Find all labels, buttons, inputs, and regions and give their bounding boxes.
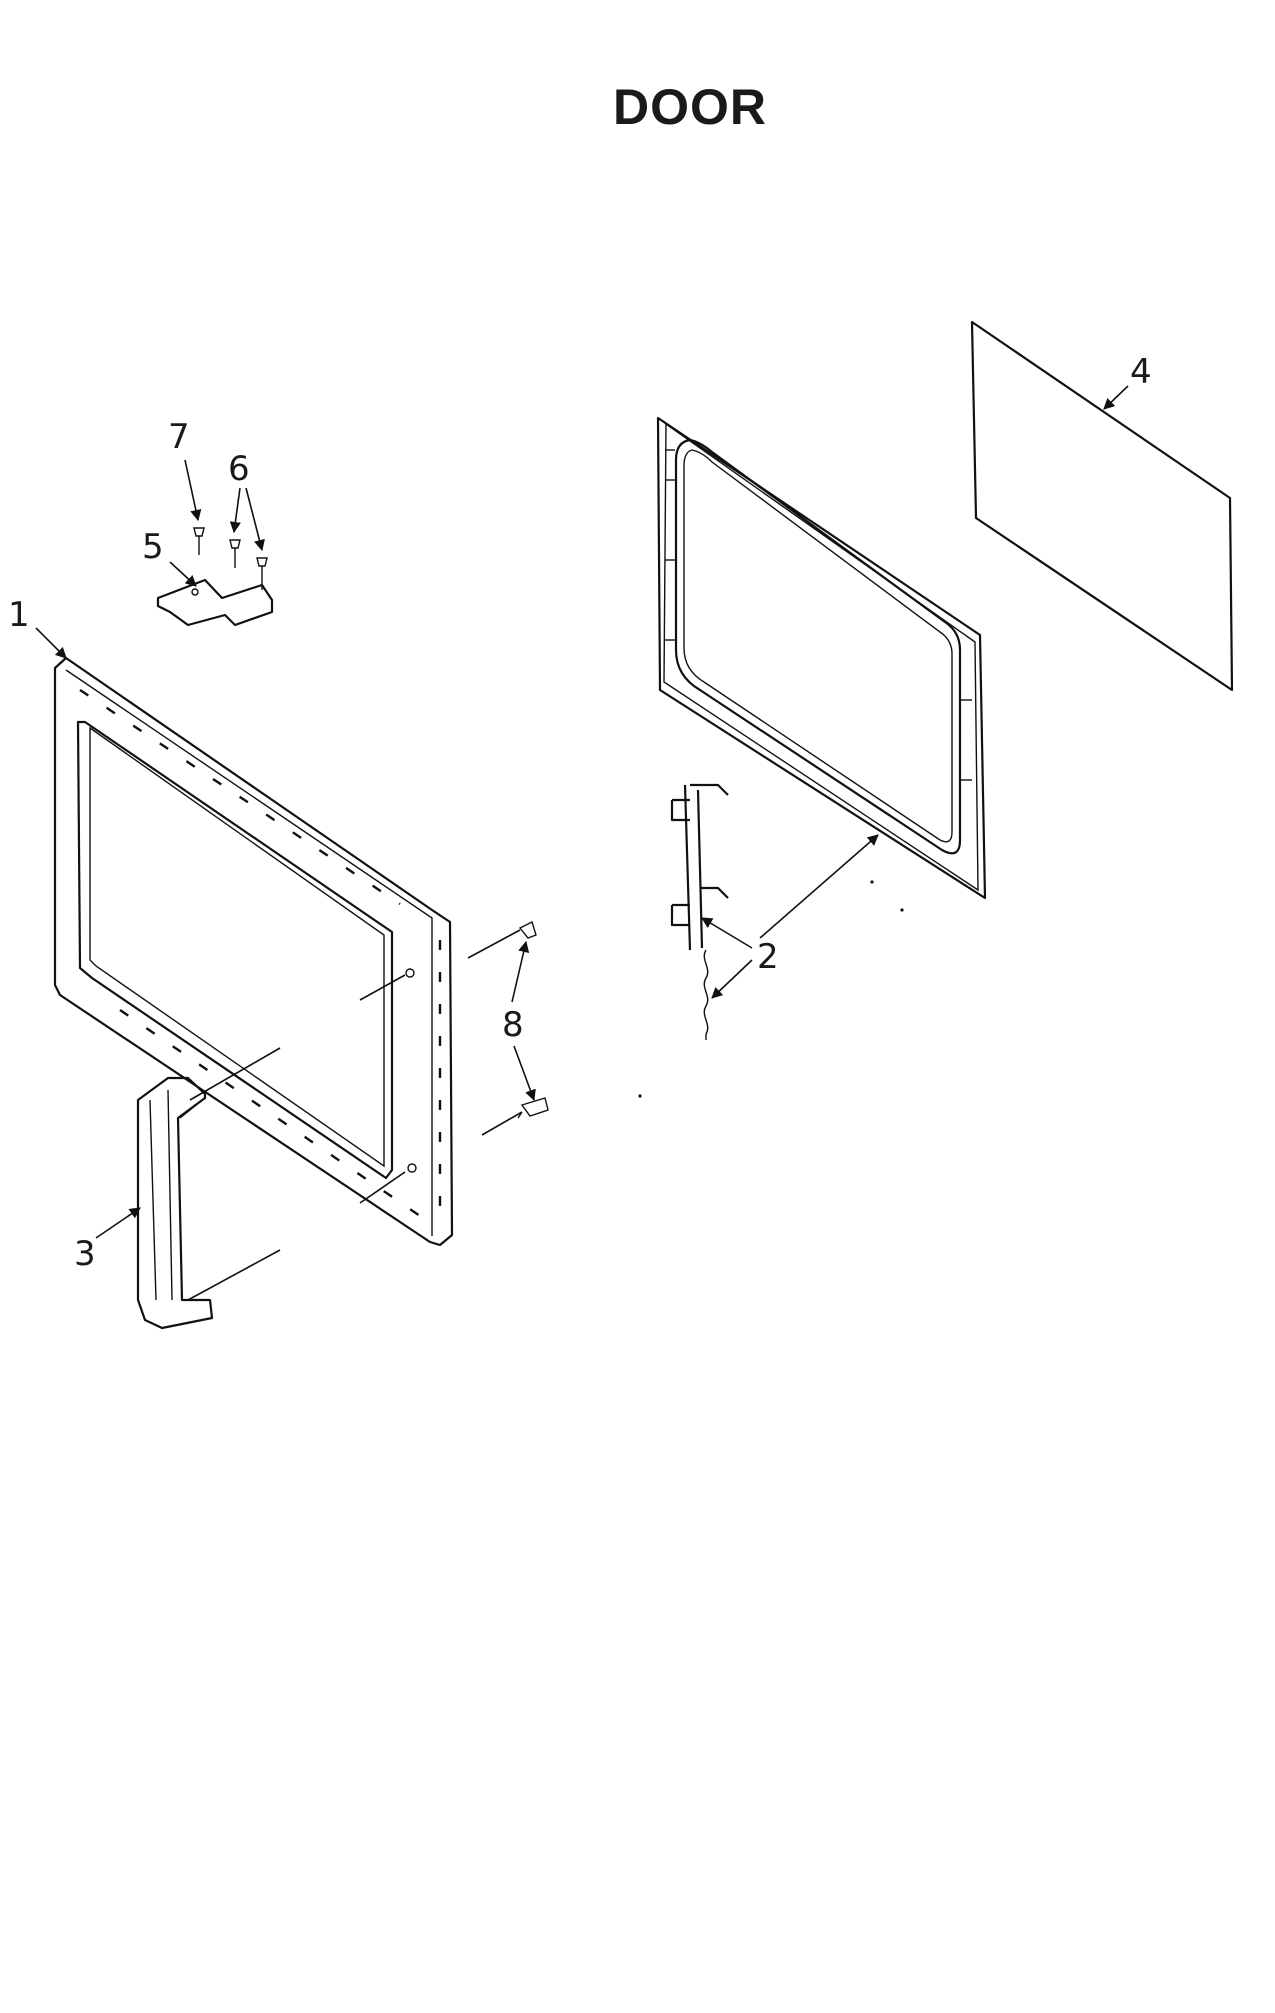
part-3-door-handle	[136, 1047, 281, 1330]
svg-text:4: 4	[1130, 352, 1152, 392]
callout-3: 3	[74, 1207, 141, 1274]
callout-7: 7	[168, 417, 202, 522]
callout-8: 8	[502, 940, 536, 1102]
callout-4: 4	[1103, 352, 1152, 410]
svg-text:8: 8	[502, 1005, 524, 1045]
svg-text:7: 7	[168, 417, 190, 457]
part-5-hinge-bracket	[156, 578, 274, 627]
svg-text:5: 5	[142, 527, 164, 567]
callout-1: 1	[8, 595, 67, 659]
svg-text:3: 3	[74, 1234, 96, 1274]
part-2-inner-door-frame	[656, 416, 987, 900]
part-4-glass-panel	[970, 320, 1234, 692]
svg-text:1: 1	[8, 595, 30, 635]
page-title: DOOR	[613, 79, 767, 135]
callout-6: 6	[228, 449, 265, 552]
part-8-screws	[467, 921, 549, 1136]
callout-2: 2	[701, 834, 879, 999]
parts-6-7-screws	[193, 527, 268, 590]
svg-text:2: 2	[757, 937, 779, 977]
part-1-outer-door-frame	[53, 656, 454, 1247]
callout-5: 5	[142, 527, 197, 587]
part-2-latch-assembly	[670, 783, 729, 1040]
svg-text:6: 6	[228, 449, 250, 489]
